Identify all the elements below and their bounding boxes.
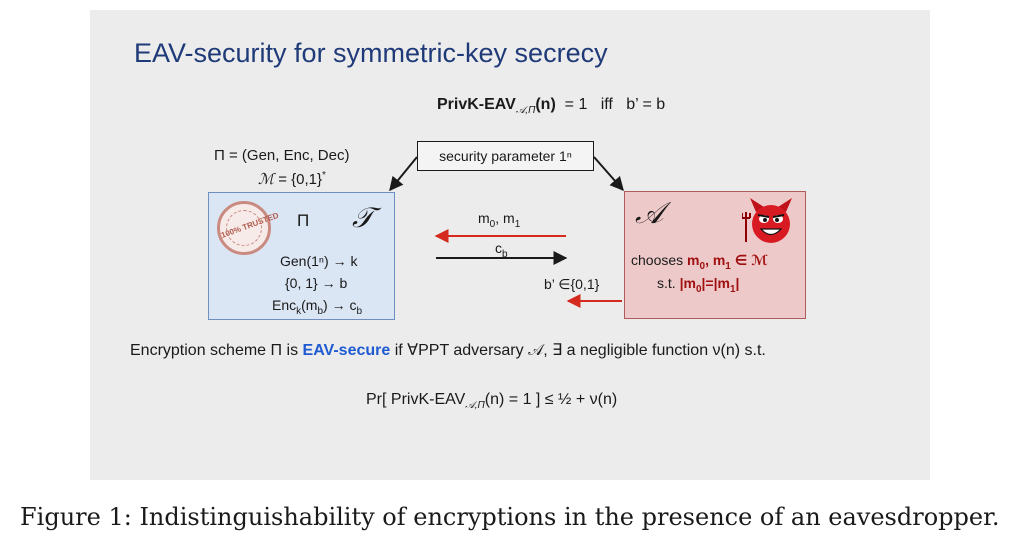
message-space-def: = {0,1} bbox=[274, 171, 323, 188]
security-parameter-box: security parameter 1ⁿ bbox=[417, 141, 594, 171]
trusted-party-box: 100% TRUSTED Π 𝒯 Gen(1ⁿ) → k {0, 1} → b … bbox=[208, 192, 395, 320]
adversary-constraint: s.t. |m0|=|m1| bbox=[657, 275, 740, 295]
guess-label: b’ ∈{0,1} bbox=[544, 276, 600, 292]
adversary-chooses: chooses m0, m1 ∈ ℳ bbox=[631, 252, 768, 272]
adversary-symbol: 𝒜 bbox=[635, 196, 664, 231]
scheme-definition: Π = (Gen, Enc, Dec) bbox=[214, 147, 350, 164]
messages-label: m0, m1 bbox=[478, 210, 521, 230]
enc-key-sub: k bbox=[296, 305, 302, 317]
enc-cb-sub: b bbox=[356, 305, 363, 317]
message-space-sup: * bbox=[322, 170, 326, 181]
trusted-pi-label: Π bbox=[297, 211, 310, 230]
gen-line: Gen(1ⁿ) → k bbox=[280, 253, 358, 269]
slide: EAV-security for symmetric-key secrecy P… bbox=[90, 10, 930, 480]
param-to-trusted-arrow bbox=[389, 156, 418, 192]
trusted-seal-icon: 100% TRUSTED bbox=[217, 201, 280, 255]
arrows-layer bbox=[389, 156, 624, 308]
privk-name: PrivK-EAV bbox=[437, 96, 516, 113]
privk-rest: = 1 iff b’ = b bbox=[564, 96, 666, 113]
message-space: ℳ = {0,1}* bbox=[258, 170, 326, 188]
slide-title: EAV-security for symmetric-key secrecy bbox=[134, 38, 608, 68]
trusted-symbol: 𝒯 bbox=[352, 201, 374, 234]
enc-result: ) → c bbox=[323, 297, 357, 313]
privk-sub: 𝒜,Π bbox=[515, 105, 536, 116]
enc-mb-sub: b bbox=[317, 305, 324, 317]
sample-line: {0, 1} → b bbox=[285, 275, 348, 291]
message-space-symbol: ℳ bbox=[258, 170, 275, 188]
ciphertext-label: cb bbox=[495, 240, 508, 260]
enc-line: Enck(mb) → cb bbox=[272, 297, 362, 317]
privk-definition: PrivK-EAV𝒜,Π(n) = 1 iff b’ = b bbox=[437, 96, 665, 116]
probability-bound: Pr[ PrivK-EAV𝒜,Π(n) = 1 ] ≤ ½ + ν(n) bbox=[366, 391, 618, 411]
eav-secure-definition: Encryption scheme Π is EAV-secure if ∀PP… bbox=[130, 342, 766, 359]
eav-secure-keyword: EAV-secure bbox=[302, 342, 391, 359]
adversary-box: 𝒜 chooses m0, m1 ∈ ℳ s.t. |m0|=|m1| bbox=[624, 191, 806, 319]
enc-func: Enc bbox=[272, 297, 297, 313]
devil-icon bbox=[742, 198, 792, 243]
figure-caption: Figure 1: Indistinguishability of encryp… bbox=[20, 503, 1000, 531]
privk-arg: (n) bbox=[535, 96, 556, 113]
enc-arg: (m bbox=[301, 297, 318, 313]
param-to-adversary-arrow bbox=[593, 156, 624, 192]
